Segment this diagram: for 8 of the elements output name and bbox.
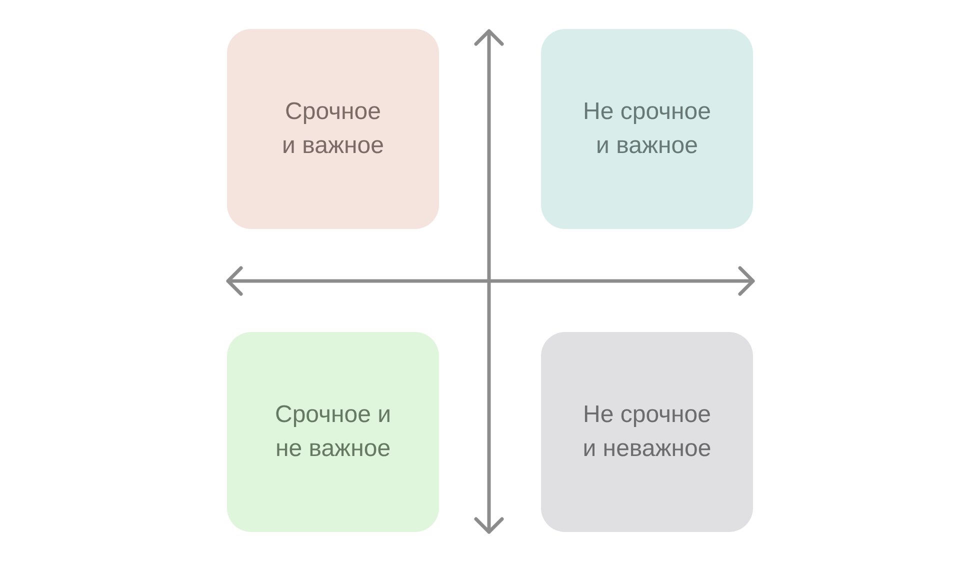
quadrant-label: Не срочное и неважное (582, 400, 712, 464)
quadrant-label: Срочное и важное (281, 97, 385, 161)
quadrant-card (227, 29, 439, 229)
quadrant-card (541, 29, 753, 229)
quadrant-label: Не срочное и важное (582, 97, 712, 161)
quadrant-card (541, 332, 753, 532)
quadrant-card (227, 332, 439, 532)
quadrant-label: Срочное и не важное (274, 400, 392, 464)
